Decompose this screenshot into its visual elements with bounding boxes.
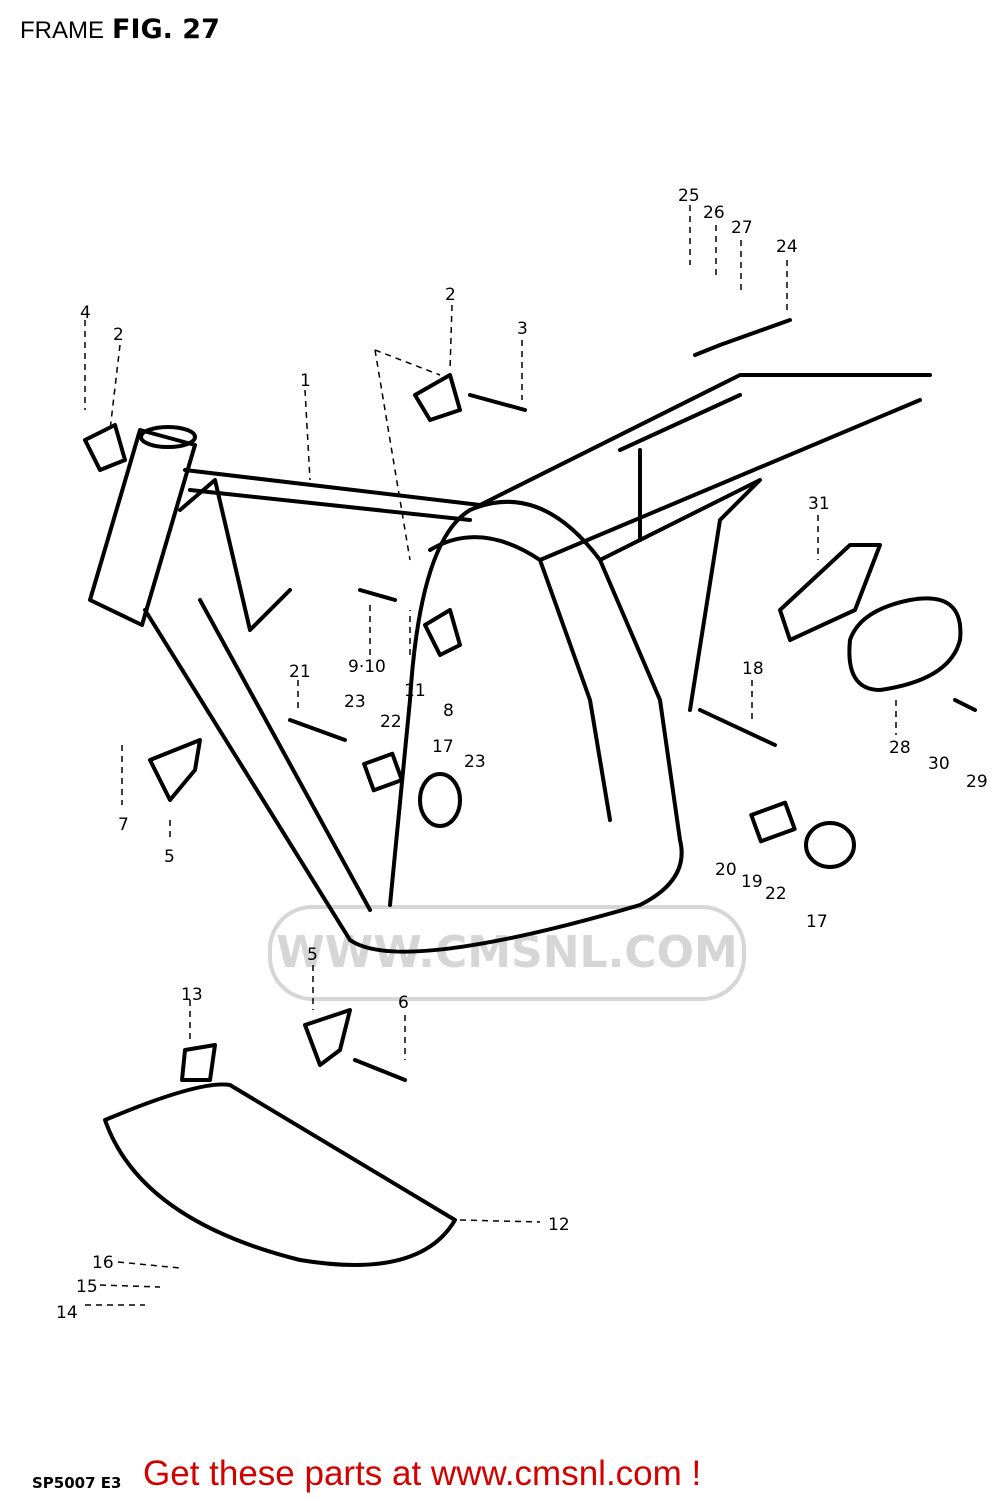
callout-label: 25 xyxy=(678,186,700,206)
callout-label: 30 xyxy=(928,754,950,774)
figure-number: FIG. 27 xyxy=(112,14,220,45)
spacer-22 xyxy=(362,751,404,793)
seat-rail xyxy=(478,373,932,562)
plate-5 xyxy=(148,738,202,802)
callout-label: 20 xyxy=(715,860,737,880)
bolt-18 xyxy=(698,708,777,747)
bracket-13 xyxy=(180,1043,217,1082)
skid-plate-12 xyxy=(103,1082,457,1267)
bush-17b xyxy=(804,821,856,869)
bolt-3 xyxy=(468,393,527,412)
callout-label: 2 xyxy=(445,285,456,305)
spacer-22b xyxy=(749,800,797,844)
cross-tube xyxy=(178,478,292,632)
callout-label: 21 xyxy=(289,662,311,682)
callout-label: 8 xyxy=(443,701,454,721)
callout-label: 28 xyxy=(889,738,911,758)
callout-label: 6 xyxy=(398,993,409,1013)
head-top xyxy=(139,425,197,449)
bracket-24 xyxy=(693,318,792,357)
callout-label: 26 xyxy=(703,203,725,223)
callout-label: 22 xyxy=(380,712,402,732)
callout-label: 4 xyxy=(80,303,91,323)
callout-label: 24 xyxy=(776,237,798,257)
bolt-6 xyxy=(353,1058,407,1082)
callout-label: 14 xyxy=(56,1303,78,1323)
down-tube xyxy=(143,598,372,942)
title-text: FRAME xyxy=(20,17,104,44)
watermark: WWW.CMSNL.COM xyxy=(268,905,746,1001)
callout-label: 5 xyxy=(307,945,318,965)
callout-label: 3 xyxy=(517,319,528,339)
bolt-21 xyxy=(288,718,347,742)
callout-label: 19 xyxy=(741,872,763,892)
rear-strut xyxy=(598,478,762,712)
callout-label: 29 xyxy=(966,772,988,792)
bolt-9 xyxy=(358,588,397,602)
top-tube xyxy=(183,468,482,522)
plate-2b xyxy=(413,373,462,422)
bolt-29 xyxy=(953,698,977,712)
callout-label: 2 xyxy=(113,325,124,345)
cradle-loop xyxy=(348,499,684,954)
can-28 xyxy=(847,596,963,692)
callout-label: 18 xyxy=(742,659,764,679)
plate-8 xyxy=(423,608,462,657)
callout-label: 12 xyxy=(548,1215,570,1235)
plate-2 xyxy=(83,423,127,472)
callout-label: 31 xyxy=(808,494,830,514)
callout-label: 7 xyxy=(118,815,129,835)
bush-17 xyxy=(418,772,462,828)
callout-label: 17 xyxy=(432,737,454,757)
page-title: FRAME FIG. 27 xyxy=(20,14,220,45)
callout-label: 1 xyxy=(300,371,311,391)
callout-label: 5 xyxy=(164,847,175,867)
callout-label: 15 xyxy=(76,1277,98,1297)
footer-link[interactable]: Get these parts at www.cmsnl.com ! xyxy=(143,1454,702,1493)
callout-label: 23 xyxy=(464,752,486,772)
callout-label: 9·10 xyxy=(348,657,386,677)
cradle-inner xyxy=(428,535,612,822)
callout-label: 22 xyxy=(765,884,787,904)
rear-cross xyxy=(618,393,742,542)
callout-label: 23 xyxy=(344,692,366,712)
callout-label: 17 xyxy=(806,912,828,932)
callout-label: 16 xyxy=(92,1253,114,1273)
callout-label: 13 xyxy=(181,985,203,1005)
plate-5b xyxy=(303,1008,352,1067)
cover-31 xyxy=(778,543,882,642)
steering-head xyxy=(88,428,197,627)
drawing-code: SP5007 E3 xyxy=(32,1474,122,1492)
callout-label: 11 xyxy=(404,681,426,701)
callout-label: 27 xyxy=(731,218,753,238)
